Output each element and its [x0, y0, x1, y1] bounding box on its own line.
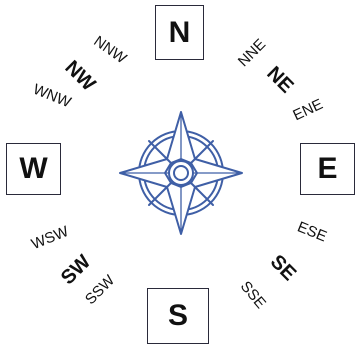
rose-hub-outer [169, 161, 193, 185]
east-card: E [300, 143, 355, 195]
north-card: N [155, 5, 204, 60]
west-card: W [6, 143, 61, 195]
south-card: S [147, 288, 209, 344]
